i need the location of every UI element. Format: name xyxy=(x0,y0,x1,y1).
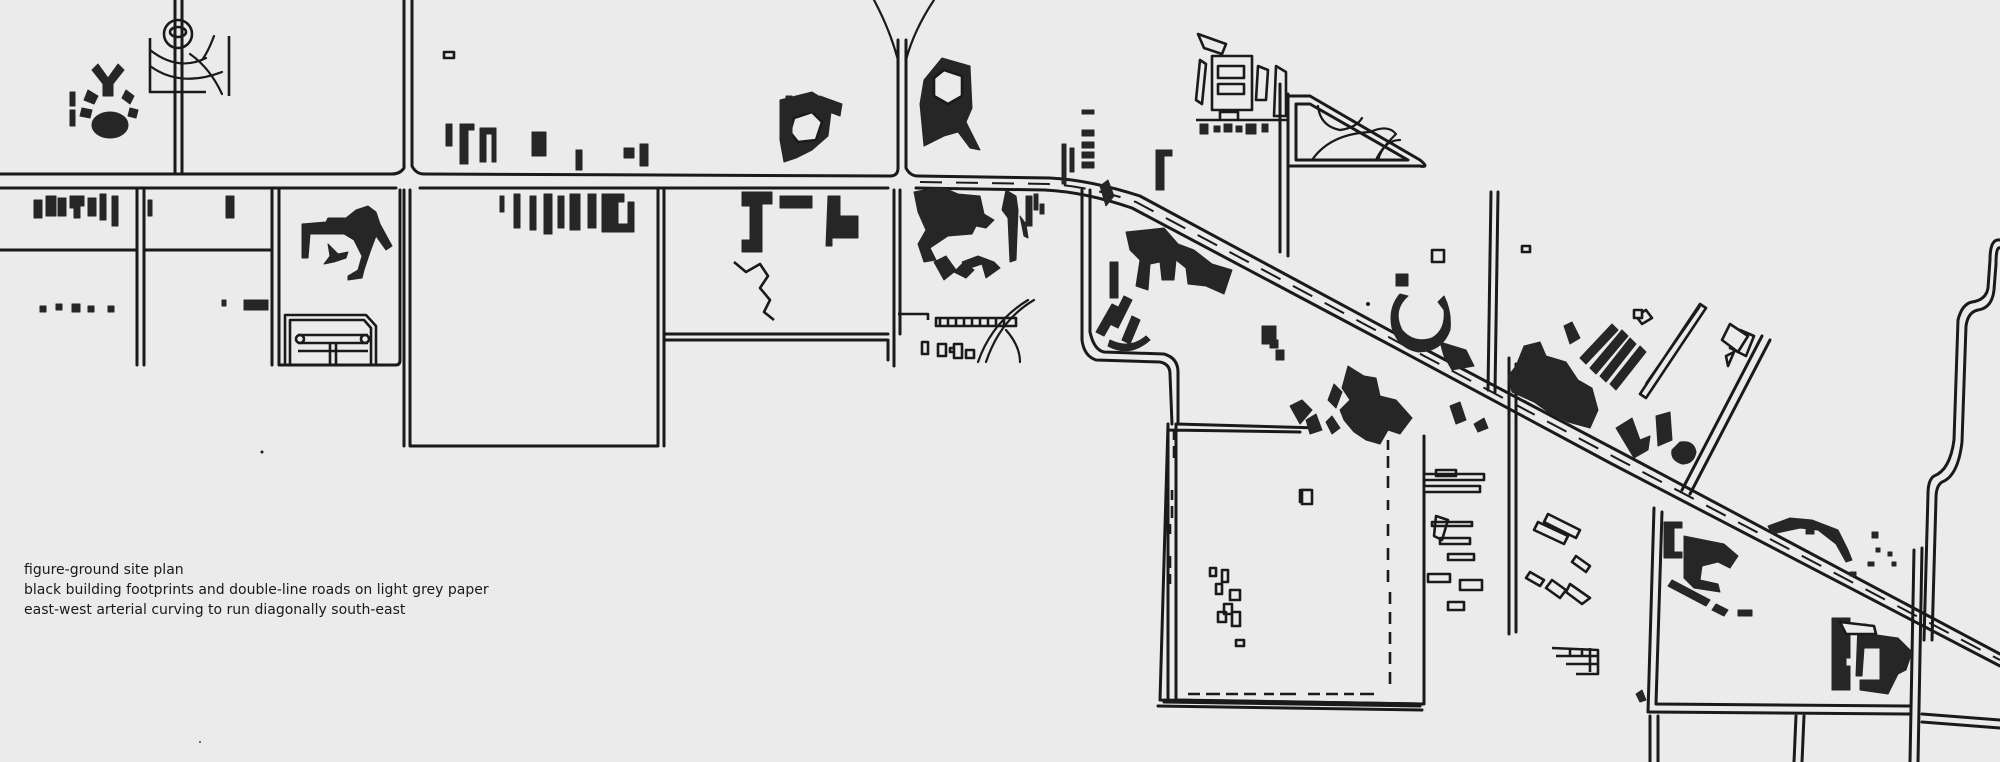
hexagon-ring-building-east xyxy=(919,57,981,151)
east-streets xyxy=(1486,190,2000,762)
map-caption: figure-ground site plan black building f… xyxy=(24,560,584,620)
north-housing-cluster xyxy=(1194,32,1288,135)
arterial-slanted-buildings xyxy=(1095,149,1173,352)
east-middle-buildings xyxy=(1422,468,1486,612)
west-campus-star-building xyxy=(301,205,393,281)
grid-housing-block xyxy=(1551,646,1600,676)
main-road-north-edge xyxy=(0,0,2000,656)
west-radial-complex xyxy=(69,63,139,139)
central-row-houses xyxy=(499,193,635,235)
west-street-grid xyxy=(0,0,902,448)
misc-outline-boxes xyxy=(1300,244,1750,506)
map-kind-text: figure-ground site plan xyxy=(24,562,184,578)
circular-compound xyxy=(148,18,231,96)
central-block-buildings xyxy=(741,191,859,253)
central-wing-buildings xyxy=(933,255,1001,281)
far-east-scattered-buildings xyxy=(1767,517,1897,577)
south-block-perimeter-houses xyxy=(1166,430,1392,696)
central-star-building xyxy=(913,187,995,263)
ring-building-east xyxy=(1390,273,1475,371)
cul-de-sac-end-east xyxy=(359,333,371,345)
east-campus-c-building xyxy=(1663,521,1683,559)
north-row-houses xyxy=(445,123,649,171)
triangle-park-road xyxy=(1286,94,1427,168)
buildings xyxy=(33,18,1913,696)
east-campus-bars xyxy=(1667,579,1753,617)
far-east-wavy-road xyxy=(1922,238,2000,642)
cul-de-sac-lot xyxy=(283,313,378,365)
minor-marks xyxy=(199,302,1647,743)
south-central-campus xyxy=(1261,325,1413,445)
arterial-central-building xyxy=(1125,227,1233,295)
west-small-houses xyxy=(39,195,269,313)
row-housing-strip xyxy=(898,312,1018,328)
central-linear-buildings xyxy=(1001,189,1045,263)
small-buildings-south-central xyxy=(920,340,976,360)
map-style-text: black building footprints and double-lin… xyxy=(24,582,489,598)
west-row-houses xyxy=(33,193,119,227)
south-large-block xyxy=(1156,422,1426,712)
southeast-campus-outline xyxy=(1838,620,1878,636)
east-campus-main-building xyxy=(1683,535,1739,593)
main-road-description: east-west arterial curving to run diagon… xyxy=(24,602,406,618)
hexagon-ring-building-west xyxy=(779,91,843,163)
zigzag-building xyxy=(733,261,775,322)
triangle-park-paths xyxy=(1310,104,1402,162)
main-road-south-edge xyxy=(0,186,2000,668)
small-outline-structure xyxy=(442,50,456,60)
cul-de-sac-end-west xyxy=(294,333,306,345)
south-central-small-buildings xyxy=(1289,399,1489,435)
north-of-arterial-buildings xyxy=(1061,109,1115,207)
north-fork-road xyxy=(872,0,936,62)
southeast-slanted-buildings xyxy=(1524,512,1592,606)
